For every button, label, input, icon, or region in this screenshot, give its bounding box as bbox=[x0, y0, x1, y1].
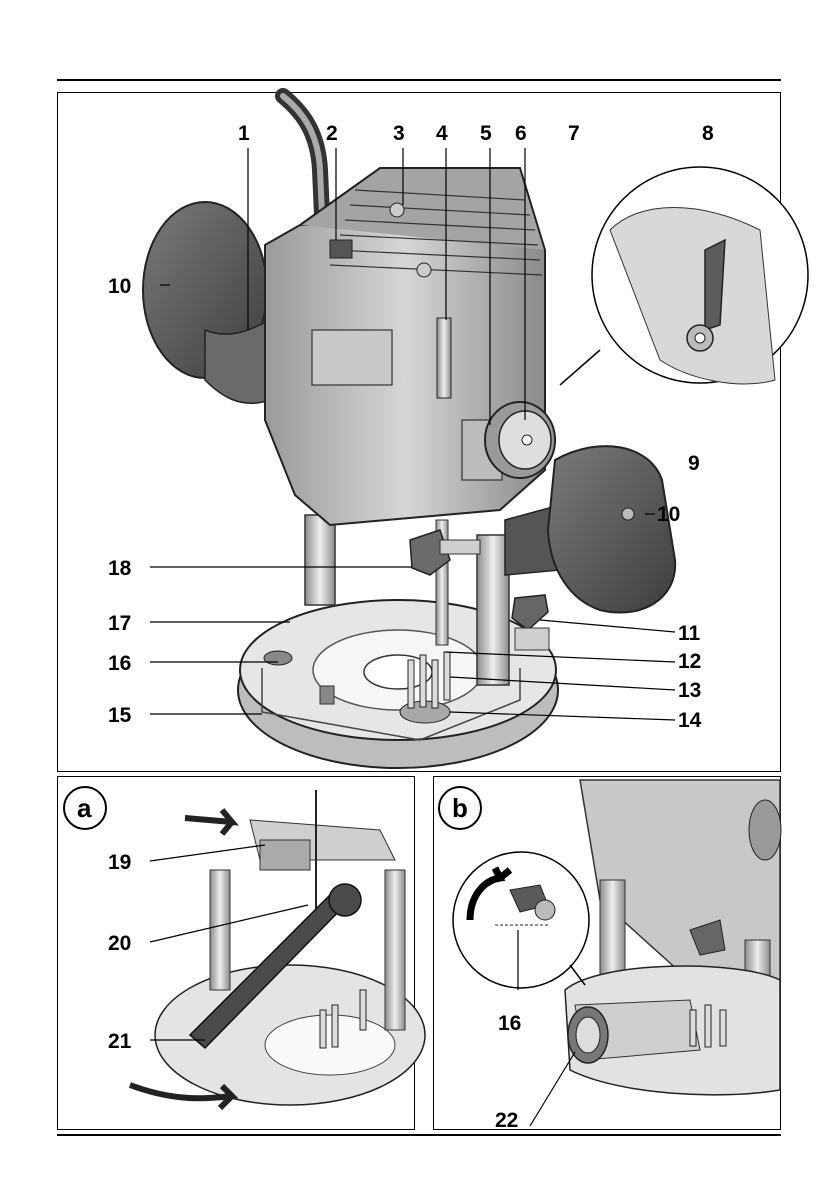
on-off-switch bbox=[330, 240, 352, 258]
callout-21: 21 bbox=[108, 1030, 132, 1053]
callout-3: 3 bbox=[393, 122, 405, 145]
callout-2: 2 bbox=[326, 122, 338, 145]
top-screw bbox=[390, 203, 404, 217]
main-router bbox=[143, 96, 675, 768]
callout-20: 20 bbox=[108, 932, 131, 955]
callout-17: 17 bbox=[108, 612, 131, 635]
callout-14: 14 bbox=[678, 709, 702, 732]
panel-b-illustration bbox=[453, 780, 781, 1126]
callout-11: 11 bbox=[678, 622, 701, 645]
callout-4: 4 bbox=[436, 122, 448, 145]
callout-1: 1 bbox=[238, 122, 250, 145]
callout-12: 12 bbox=[678, 650, 701, 673]
callout-9: 9 bbox=[688, 452, 700, 475]
push-arrow-icon bbox=[185, 810, 232, 834]
callout-22: 22 bbox=[495, 1109, 518, 1132]
callout-5: 5 bbox=[480, 122, 492, 145]
lock-spring bbox=[260, 840, 310, 870]
callout-10-left: 10 bbox=[108, 275, 131, 298]
panel-a-label: a bbox=[77, 793, 92, 823]
base-plate bbox=[238, 600, 558, 768]
panel-b-label: b bbox=[452, 793, 468, 823]
left-handle bbox=[143, 202, 270, 403]
detail-inset bbox=[560, 167, 808, 385]
callout-16: 16 bbox=[108, 652, 131, 675]
callout-10-right: 10 bbox=[657, 503, 680, 526]
callout-15: 15 bbox=[108, 704, 132, 727]
callout-19: 19 bbox=[108, 851, 131, 874]
callout-16-b: 16 bbox=[498, 1012, 521, 1035]
callout-8: 8 bbox=[702, 122, 714, 145]
callout-13: 13 bbox=[678, 679, 701, 702]
depth-adjust-wheel bbox=[485, 402, 555, 478]
panel-a-illustration bbox=[130, 790, 425, 1108]
left-column bbox=[305, 515, 335, 605]
depth-stop-rod bbox=[437, 318, 451, 398]
callout-7: 7 bbox=[568, 122, 580, 145]
right-column bbox=[477, 535, 509, 685]
callout-6: 6 bbox=[515, 122, 527, 145]
callout-18: 18 bbox=[108, 557, 132, 580]
